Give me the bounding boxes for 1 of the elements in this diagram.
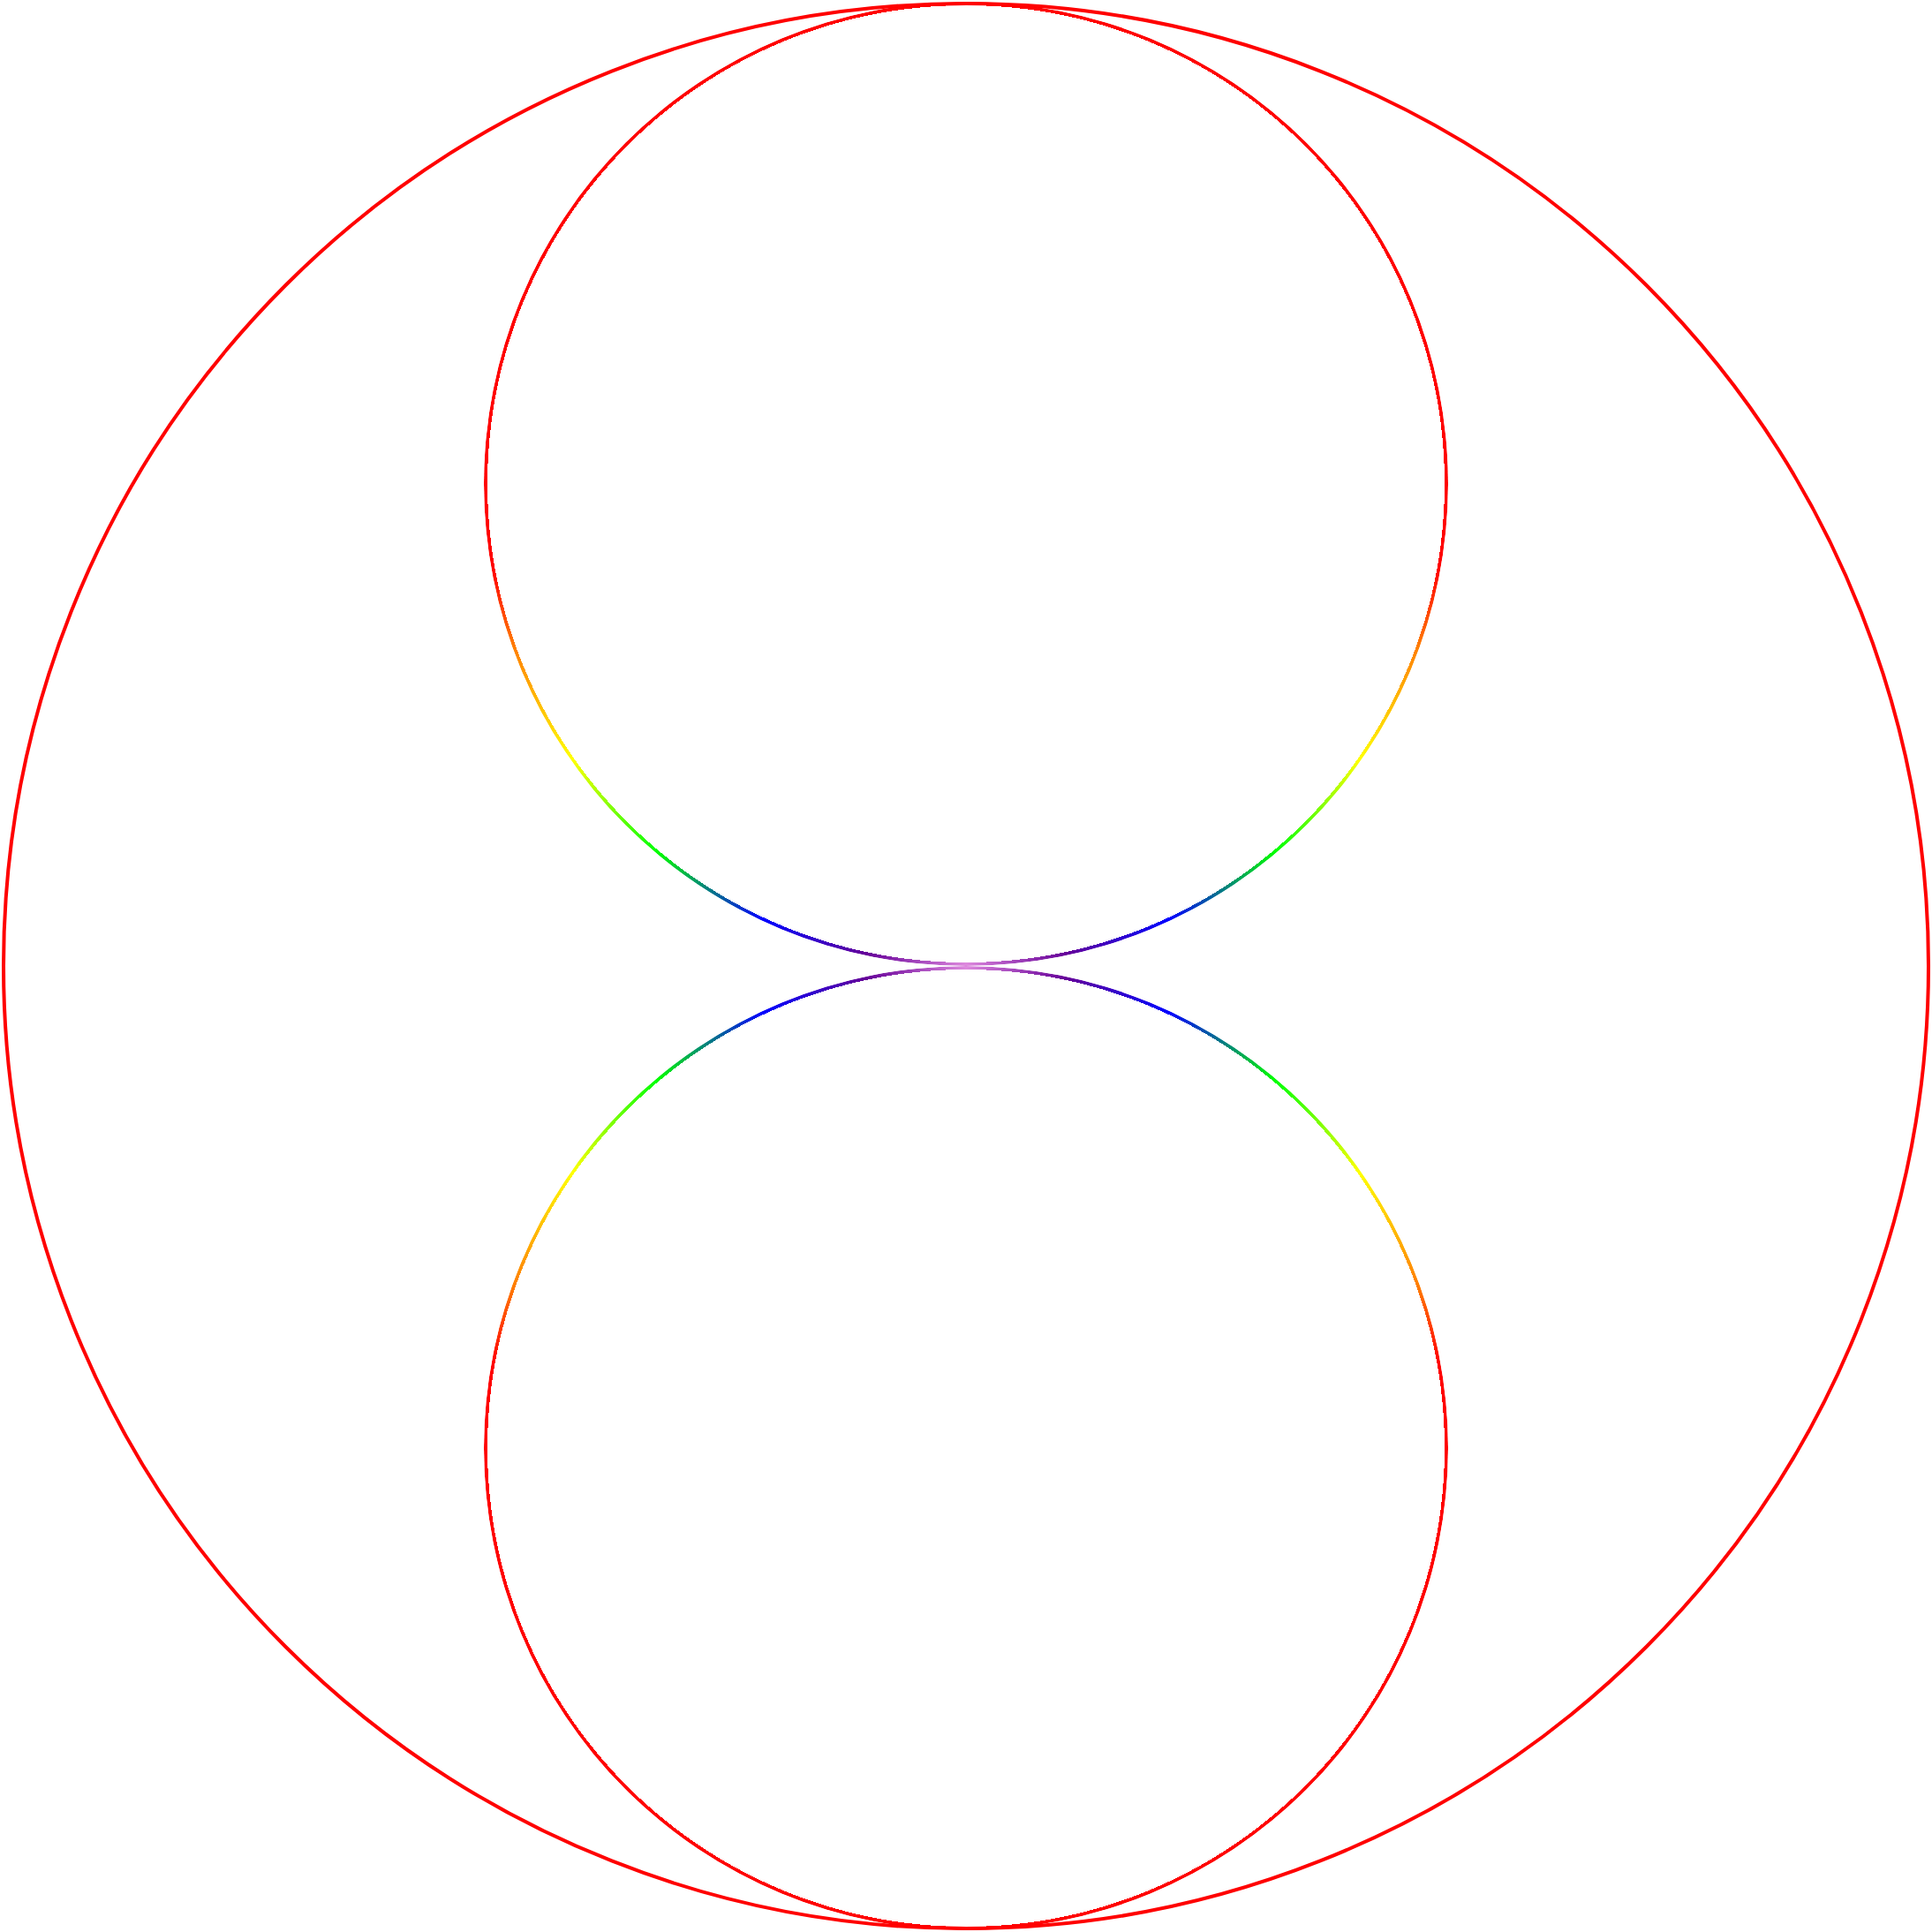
circle-outline [2,2,1930,1930]
